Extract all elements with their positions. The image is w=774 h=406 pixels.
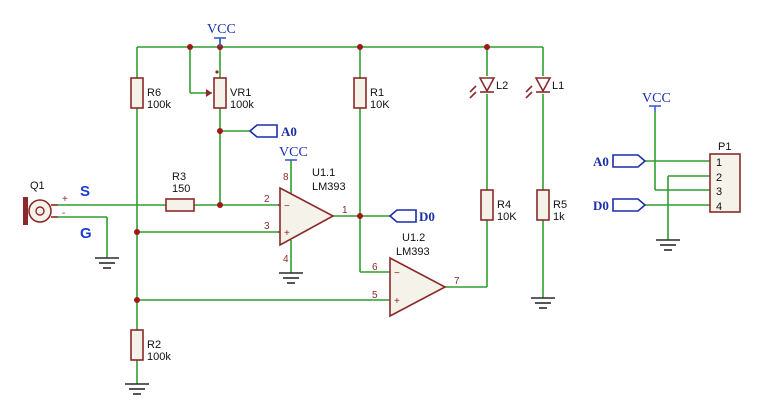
svg-text:L1: L1 bbox=[552, 80, 564, 92]
potentiometer-vr1: VR1 100k bbox=[206, 70, 254, 111]
svg-text:D0: D0 bbox=[593, 198, 609, 213]
svg-text:150: 150 bbox=[172, 183, 190, 195]
svg-text:2: 2 bbox=[264, 194, 270, 205]
vcc-symbol-u1: VCC bbox=[279, 145, 308, 161]
vcc-symbol-top: VCC bbox=[207, 22, 236, 47]
ground-symbol-r5 bbox=[531, 297, 555, 309]
svg-text:P1: P1 bbox=[718, 141, 731, 153]
resistor-r4: R4 10K bbox=[480, 189, 517, 223]
svg-text:A0: A0 bbox=[593, 154, 609, 169]
vcc-symbol-p1: VCC bbox=[642, 91, 671, 112]
svg-text:5: 5 bbox=[372, 290, 378, 301]
svg-text:U1.1: U1.1 bbox=[312, 167, 335, 179]
ground-symbol-p1 bbox=[656, 239, 680, 251]
resistor-r3: R3 150 bbox=[165, 171, 195, 212]
sensor-q1: Q1 + - bbox=[23, 180, 68, 225]
svg-text:1: 1 bbox=[342, 205, 348, 216]
svg-text:1k: 1k bbox=[553, 211, 565, 223]
svg-text:LM393: LM393 bbox=[312, 181, 346, 193]
resistor-r1: R1 10K bbox=[353, 77, 390, 111]
svg-text:1: 1 bbox=[716, 157, 722, 169]
svg-text:R1: R1 bbox=[370, 87, 384, 99]
svg-text:100k: 100k bbox=[147, 351, 171, 363]
svg-text:6: 6 bbox=[372, 262, 378, 273]
svg-text:VCC: VCC bbox=[279, 145, 308, 160]
led-l2: L2 bbox=[469, 77, 508, 99]
svg-text:-: - bbox=[62, 208, 65, 219]
svg-text:10K: 10K bbox=[370, 99, 390, 111]
ground-symbol-r2 bbox=[125, 383, 149, 395]
resistor-r5: R5 1k bbox=[536, 189, 567, 223]
signal-label-s: S bbox=[80, 183, 90, 200]
svg-text:LM393: LM393 bbox=[396, 246, 430, 258]
junctions bbox=[134, 44, 490, 303]
net-label-a0: A0 bbox=[248, 124, 297, 139]
svg-text:+: + bbox=[284, 228, 290, 239]
resistor-r6: R6 100k bbox=[130, 77, 171, 111]
svg-text:R4: R4 bbox=[497, 199, 511, 211]
ground-symbol-u1 bbox=[279, 272, 303, 284]
svg-text:R6: R6 bbox=[147, 87, 161, 99]
comparator-u1-1: − + 2 3 1 8 4 U1.1 LM393 bbox=[264, 167, 348, 265]
net-label-d0-p1: D0 bbox=[593, 198, 647, 213]
resistor-r2: R2 100k bbox=[130, 329, 171, 363]
connector-p1: P1 1 2 3 4 bbox=[709, 141, 741, 213]
svg-text:R3: R3 bbox=[172, 171, 186, 183]
wires bbox=[58, 38, 710, 384]
svg-text:4: 4 bbox=[283, 254, 289, 265]
svg-text:+: + bbox=[394, 296, 400, 307]
svg-text:100k: 100k bbox=[230, 99, 254, 111]
svg-text:A0: A0 bbox=[281, 124, 297, 139]
svg-text:D0: D0 bbox=[419, 209, 435, 224]
svg-text:8: 8 bbox=[283, 172, 289, 183]
svg-text:7: 7 bbox=[454, 276, 460, 287]
svg-text:−: − bbox=[394, 268, 400, 279]
svg-text:10K: 10K bbox=[497, 211, 517, 223]
svg-text:VCC: VCC bbox=[642, 91, 671, 106]
svg-text:VCC: VCC bbox=[207, 22, 236, 37]
svg-text:Q1: Q1 bbox=[30, 180, 45, 192]
signal-label-g: G bbox=[80, 225, 92, 242]
svg-text:4: 4 bbox=[716, 201, 722, 213]
svg-text:−: − bbox=[284, 201, 290, 212]
led-l1: L1 bbox=[525, 77, 564, 99]
svg-text:L2: L2 bbox=[496, 80, 508, 92]
svg-text:2: 2 bbox=[716, 172, 722, 184]
net-label-d0: D0 bbox=[388, 209, 435, 224]
svg-text:3: 3 bbox=[716, 186, 722, 198]
svg-text:3: 3 bbox=[264, 221, 270, 232]
svg-text:R5: R5 bbox=[553, 199, 567, 211]
svg-text:+: + bbox=[62, 194, 68, 205]
svg-text:R2: R2 bbox=[147, 339, 161, 351]
ground-symbol-g bbox=[95, 257, 119, 269]
svg-text:100k: 100k bbox=[147, 99, 171, 111]
svg-text:U1.2: U1.2 bbox=[402, 232, 425, 244]
svg-text:VR1: VR1 bbox=[230, 87, 251, 99]
net-label-a0-p1: A0 bbox=[593, 154, 647, 169]
comparator-u1-2: − + 6 5 7 U1.2 LM393 bbox=[372, 232, 460, 318]
